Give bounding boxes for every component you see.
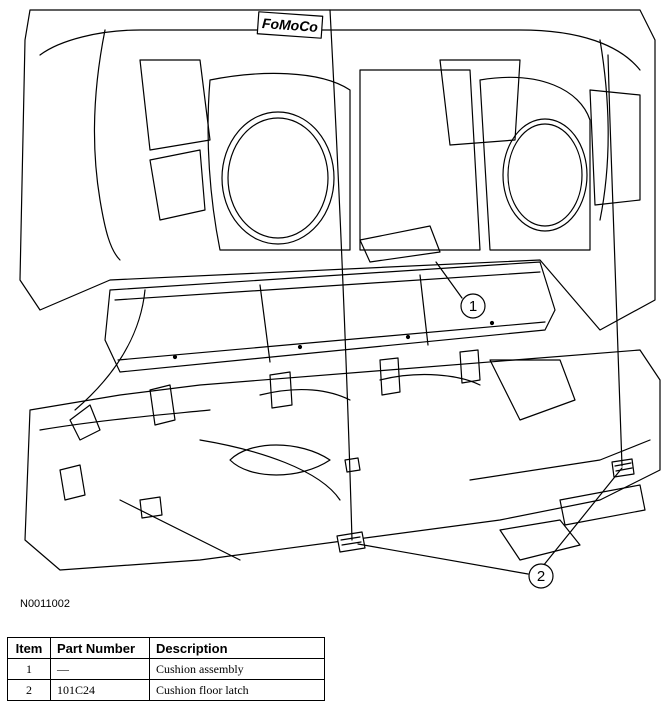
callout-1-label: 1 — [469, 298, 477, 315]
callout-2-label: 2 — [537, 568, 545, 585]
speaker-opening-left — [221, 111, 335, 245]
callout-1: 1 — [460, 293, 486, 319]
leader-line-1 — [435, 261, 463, 299]
cushion-floor-latch-left — [336, 531, 366, 553]
harness-wire — [74, 289, 146, 411]
table-row: 2 101C24 Cushion floor latch — [7, 679, 325, 701]
badge-text: FoMoCo — [262, 15, 319, 35]
latch-wire-left — [329, 9, 353, 541]
row-item: 1 — [7, 658, 51, 680]
header-item: Item — [7, 637, 51, 659]
header-part-number: Part Number — [50, 637, 150, 659]
table-row: 1 — Cushion assembly — [7, 658, 325, 680]
parts-table: Item Part Number Description 1 — Cushion… — [7, 637, 325, 701]
floor-pan — [24, 349, 661, 571]
parts-table-header: Item Part Number Description — [7, 637, 325, 659]
callout-2: 2 — [528, 563, 554, 589]
cushion-assembly-illustration: FoMoCo — [19, 9, 661, 589]
figure-id: N0011002 — [20, 598, 70, 610]
row-part-number: — — [50, 658, 150, 680]
row-item: 2 — [7, 679, 51, 701]
speaker-opening-right — [502, 118, 588, 232]
cushion-floor-latch-right — [611, 458, 635, 478]
seatback-panel — [19, 9, 656, 331]
header-description: Description — [149, 637, 325, 659]
leader-line-2b — [542, 467, 623, 567]
leader-line-2a — [357, 543, 529, 575]
cushion-assembly — [104, 225, 556, 373]
row-description: Cushion assembly — [149, 658, 325, 680]
fomoco-badge: FoMoCo — [256, 11, 324, 39]
latch-wire-right — [607, 54, 623, 467]
row-part-number: 101C24 — [50, 679, 150, 701]
row-description: Cushion floor latch — [149, 679, 325, 701]
